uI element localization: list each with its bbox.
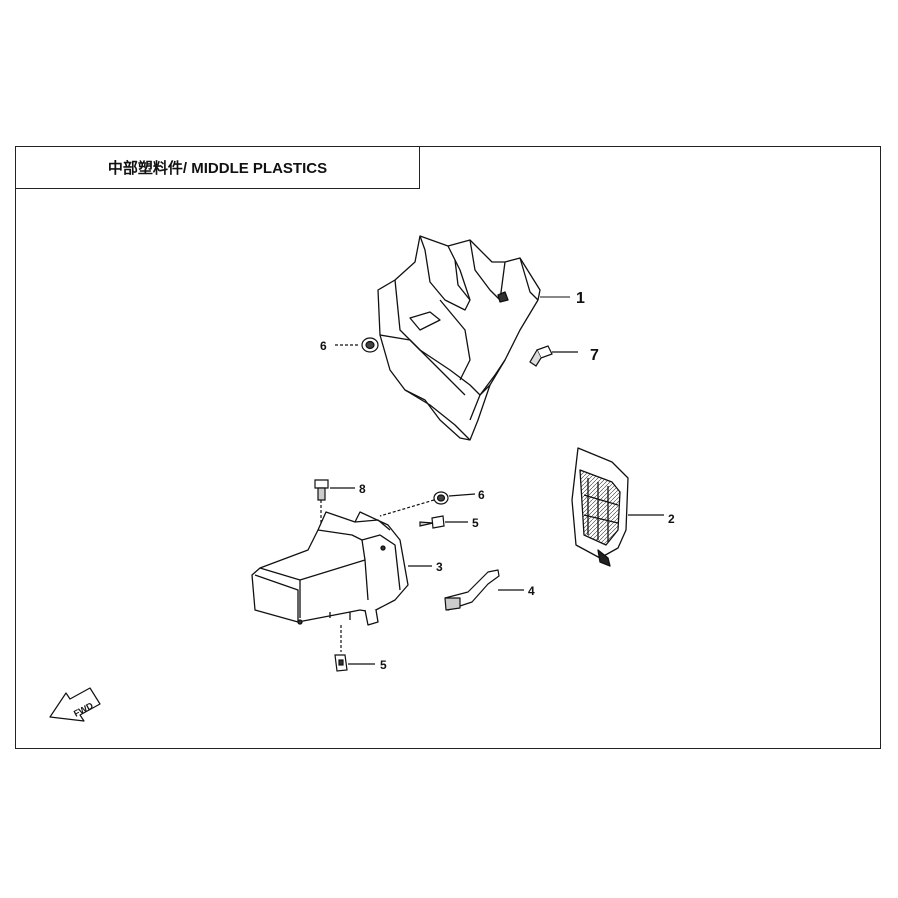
part-6-grommet-lower (379, 491, 476, 517)
part-7-screw (529, 345, 578, 367)
part-2-grille (571, 447, 664, 567)
callout-6-upper: 6 (320, 339, 327, 353)
callout-4: 4 (528, 584, 535, 598)
part-5-clip-lower (334, 625, 375, 672)
callout-6-lower: 6 (478, 488, 485, 502)
part-4-bracket (444, 569, 524, 611)
callout-7: 7 (590, 347, 599, 364)
title-box: 中部塑料件/ MIDDLE PLASTICS (15, 146, 420, 189)
part-3-duct (251, 511, 432, 626)
part-6-grommet-upper (335, 337, 379, 353)
callout-1: 1 (576, 290, 585, 307)
page-title: 中部塑料件/ MIDDLE PLASTICS (107, 160, 328, 177)
part-1-middle-cover (377, 235, 541, 441)
leader-lines (540, 296, 570, 298)
fwd-arrow-icon: FWD (49, 687, 101, 722)
part-8-bolt (314, 479, 355, 530)
diagram-frame (15, 146, 881, 749)
callout-5-lower: 5 (380, 658, 387, 672)
callout-3: 3 (436, 560, 443, 574)
callout-2: 2 (668, 512, 675, 526)
callout-8: 8 (359, 482, 366, 496)
part-5-screw-upper (419, 515, 468, 529)
callout-5-upper: 5 (472, 516, 479, 530)
